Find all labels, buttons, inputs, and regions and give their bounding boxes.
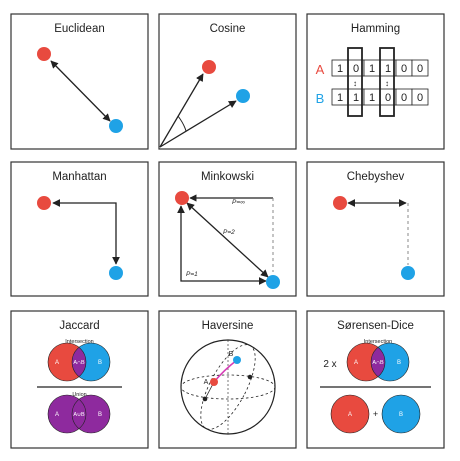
hamming-bit-b-5: 0 <box>417 92 423 104</box>
hamming-diff-box-1 <box>347 47 363 117</box>
sorensen-plus: + <box>373 409 378 419</box>
haversine-label-b: B <box>229 351 234 358</box>
hamming-bit-a-1: 0 <box>353 63 359 75</box>
jaccard-a-label: A <box>55 360 59 366</box>
minkowski-label-p-2: P=2 <box>223 229 235 236</box>
hamming-bit-a-4: 0 <box>401 63 407 75</box>
hamming-diff-mark-1: ↕ <box>353 79 357 88</box>
point-a-red <box>37 196 51 210</box>
jaccard-a-cup-b-label: A∪B <box>73 412 85 418</box>
hamming-label-b: B <box>316 91 325 106</box>
jaccard-union-label: Union <box>72 392 86 398</box>
euclidean-distance-arrow <box>50 60 111 122</box>
point-a-red <box>37 47 51 61</box>
jaccard-union-b <box>72 395 110 433</box>
hamming-diff-box-2 <box>379 47 395 117</box>
sorensen-denominator-b <box>381 394 421 434</box>
hamming-bit-a-0: 1 <box>337 63 343 75</box>
hamming-bit-b-2: 1 <box>369 92 375 104</box>
jaccard-b-label: B <box>98 360 102 366</box>
title-hamming: Hamming <box>351 23 400 35</box>
sorensen-a-cap-b-label: A∩B <box>372 360 384 366</box>
title-chebyshev: Chebyshev <box>347 171 405 183</box>
panel-jaccard: Jaccard Intersection A A∩B B Union A A∪B… <box>10 310 149 449</box>
minkowski-p-1-path <box>177 205 267 285</box>
panel-euclidean: Euclidean <box>10 13 149 150</box>
jaccard-intersection-label: Intersection <box>65 339 93 345</box>
title-minkowski: Minkowski <box>201 171 254 183</box>
panel-sorensen-dice: Sørensen-Dice 2 x Intersection A A∩B B +… <box>306 310 445 449</box>
title-sorensen-dice: Sørensen-Dice <box>337 320 414 332</box>
sorensen-denominator-b-label: B <box>399 412 403 418</box>
hamming-bit-b-4: 0 <box>401 92 407 104</box>
hamming-cell-b-5 <box>411 88 429 106</box>
sorensen-b-label: B <box>397 360 401 366</box>
jaccard-union-a-label: A <box>55 412 59 418</box>
sorensen-denominator-a-label: A <box>348 412 352 418</box>
point-b-blue <box>109 119 123 133</box>
point-a-red <box>202 60 216 74</box>
minkowski-label-p-inf: P=∞ <box>232 199 245 206</box>
cosine-vector-b <box>159 100 237 148</box>
title-manhattan: Manhattan <box>52 171 106 183</box>
title-cosine: Cosine <box>210 23 246 35</box>
hamming-label-a: A <box>316 62 325 77</box>
sorensen-a-label: A <box>354 360 358 366</box>
panel-haversine: Haversine A B <box>158 310 297 449</box>
hamming-diff-mark-2: ↕ <box>385 79 389 88</box>
jaccard-a-cap-b-label: A∩B <box>73 360 85 366</box>
sorensen-intersection-label: Intersection <box>364 339 392 345</box>
minkowski-label-p-1: P=1 <box>186 271 198 278</box>
jaccard-union-b-label: B <box>98 412 102 418</box>
hamming-bit-b-1: 1 <box>353 92 359 104</box>
hamming-bit-b-3: 0 <box>385 92 391 104</box>
title-euclidean: Euclidean <box>54 23 105 35</box>
hamming-bit-a-5: 0 <box>417 63 423 75</box>
point-b-blue <box>266 275 280 289</box>
title-haversine: Haversine <box>202 320 254 332</box>
sorensen-factor: 2 x <box>323 359 336 370</box>
point-b-blue <box>401 266 415 280</box>
haversine-ref-dot-2 <box>247 374 253 380</box>
panel-chebyshev: Chebyshev <box>306 161 445 297</box>
cosine-angle-arc <box>177 115 187 132</box>
panel-minkowski: Minkowski P=∞ P=2 P=1 <box>158 161 297 297</box>
haversine-equator <box>180 374 276 400</box>
title-jaccard: Jaccard <box>59 320 99 332</box>
manhattan-path-arrow <box>52 199 120 265</box>
haversine-label-a: A <box>204 379 209 386</box>
haversine-point-a <box>210 378 218 386</box>
cosine-vector-a <box>159 73 204 148</box>
sorensen-denominator-a <box>330 394 370 434</box>
jaccard-intersection-region <box>72 343 86 381</box>
sorensen-intersection-region <box>371 343 385 381</box>
hamming-bit-b-0: 1 <box>337 92 343 104</box>
hamming-cell-a-5 <box>411 59 429 77</box>
hamming-bit-a-2: 1 <box>369 63 375 75</box>
haversine-ref-dot-1 <box>202 396 208 402</box>
panel-cosine: Cosine <box>158 13 297 150</box>
point-a-red <box>333 196 347 210</box>
haversine-point-b <box>233 356 241 364</box>
point-b-blue <box>109 266 123 280</box>
point-b-blue <box>236 89 250 103</box>
panel-manhattan: Manhattan <box>10 161 149 297</box>
hamming-bit-a-3: 1 <box>385 63 391 75</box>
point-a-red <box>175 191 189 205</box>
